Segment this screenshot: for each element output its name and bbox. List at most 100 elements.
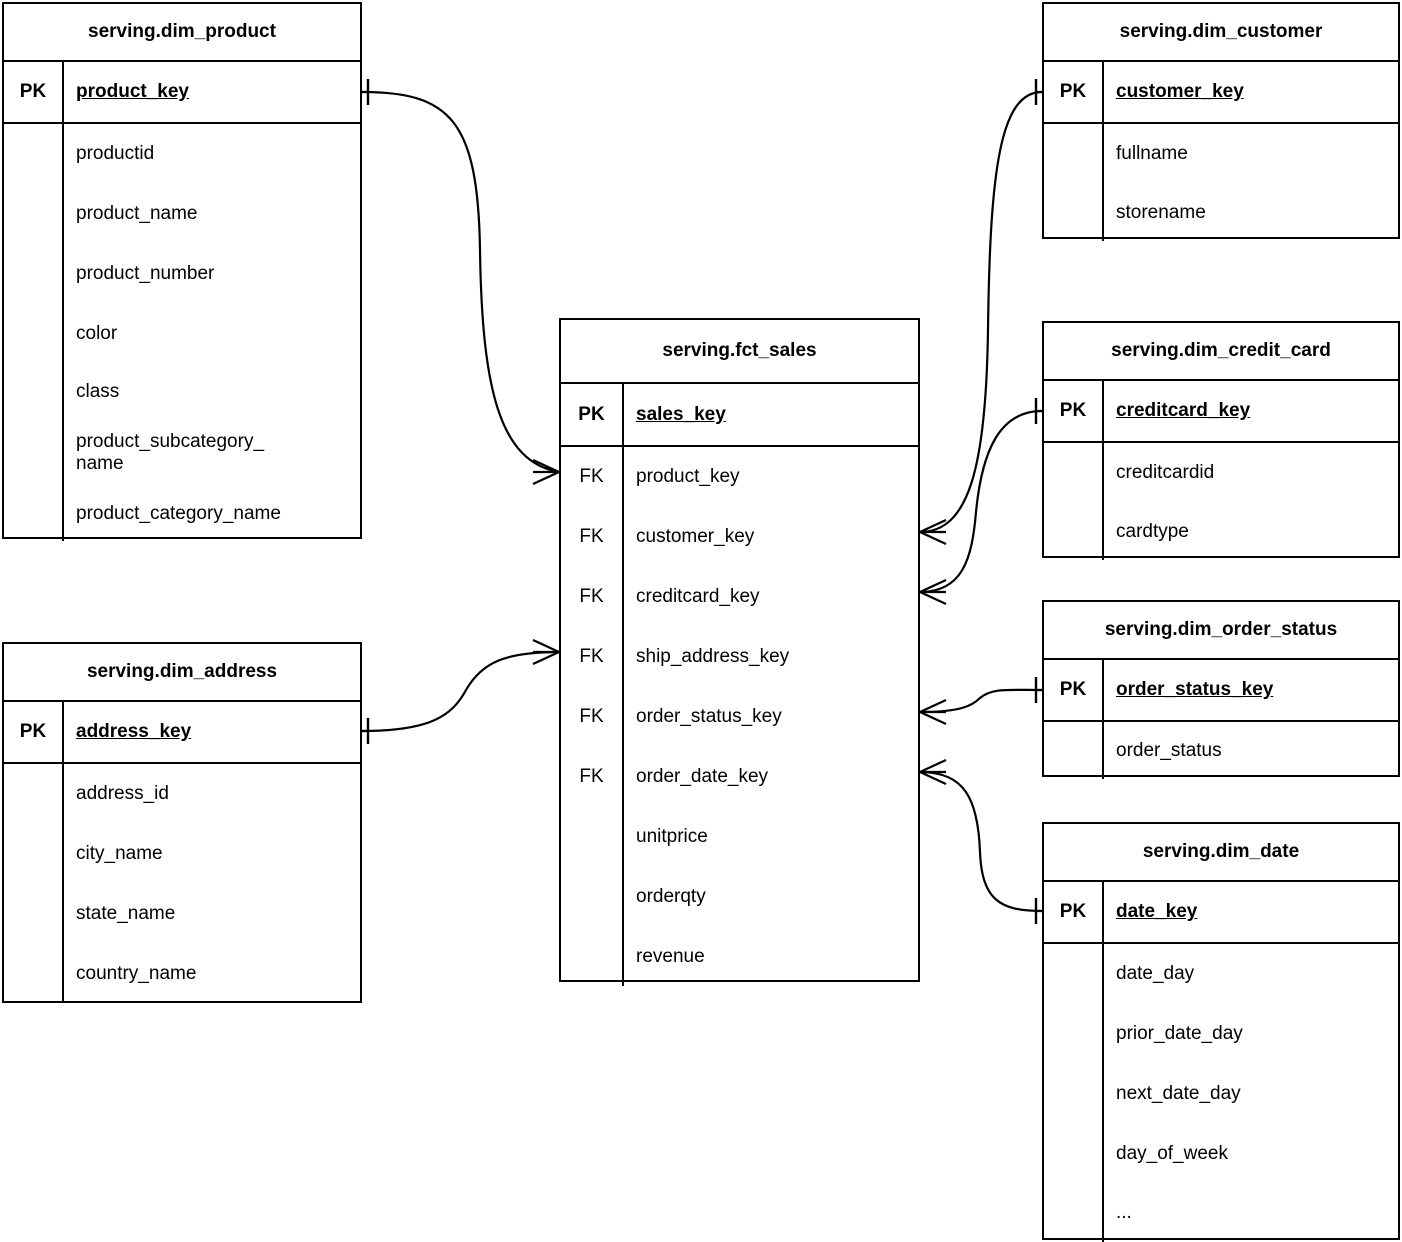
column-name: productid: [76, 143, 155, 165]
key-indicator: [1044, 944, 1104, 1004]
column-name: creditcard_key: [1116, 400, 1251, 422]
relationship-sales-to-date[interactable]: [919, 759, 1044, 924]
column-name: order_status_key: [1116, 679, 1274, 701]
column-name: customer_key: [1116, 81, 1244, 103]
column-name: creditcardid: [1116, 462, 1215, 484]
key-indicator: [1044, 722, 1104, 779]
attribute-row[interactable]: product_number: [4, 244, 360, 304]
attribute-row[interactable]: color: [4, 304, 360, 364]
cardinality-many-marker: [919, 759, 947, 785]
foreign-key-row[interactable]: FK product_key: [561, 447, 918, 507]
attribute-section-dim_credit_card: creditcardid cardtype: [1044, 443, 1398, 560]
key-indicator: [1044, 1064, 1104, 1124]
key-indicator: [4, 244, 64, 304]
attribute-row[interactable]: revenue: [561, 927, 918, 986]
attribute-row[interactable]: state_name: [4, 884, 360, 944]
attribute-row[interactable]: unitprice: [561, 807, 918, 867]
key-indicator: [4, 824, 64, 884]
column-name: product_key: [636, 466, 740, 488]
attribute-row[interactable]: city_name: [4, 824, 360, 884]
attribute-row[interactable]: order_status: [1044, 722, 1398, 779]
column-name: creditcard_key: [636, 586, 760, 608]
column-name: product_number: [76, 263, 215, 285]
attribute-row[interactable]: ...: [1044, 1184, 1398, 1242]
key-indicator: [561, 927, 624, 986]
key-indicator: [1044, 503, 1104, 560]
key-indicator: FK: [561, 687, 624, 747]
relationship-sales-to-customer[interactable]: [919, 79, 1044, 545]
column-name: address_key: [76, 721, 192, 743]
key-indicator: [4, 364, 64, 420]
attribute-row[interactable]: productid: [4, 124, 360, 184]
relationship-line: [361, 90, 560, 474]
column-name: order_status_key: [636, 706, 782, 728]
attribute-row[interactable]: orderqty: [561, 867, 918, 927]
attribute-row[interactable]: creditcardid: [1044, 443, 1398, 503]
key-indicator: FK: [561, 447, 624, 507]
attribute-row[interactable]: product_subcategory_ name: [4, 420, 360, 486]
relationship-sales-to-order-status[interactable]: [919, 677, 1044, 725]
cardinality-many-marker: [919, 579, 947, 605]
attribute-row[interactable]: country_name: [4, 944, 360, 1003]
key-indicator: [561, 807, 624, 867]
attribute-row[interactable]: date_day: [1044, 944, 1398, 1004]
column-name: product_name: [76, 203, 198, 225]
column-name: ...: [1116, 1202, 1132, 1224]
entity-title-dim_order_status: serving.dim_order_status: [1044, 602, 1398, 660]
attribute-row[interactable]: prior_date_day: [1044, 1004, 1398, 1064]
key-indicator: FK: [561, 567, 624, 627]
attribute-section-dim_order_status: order_status: [1044, 722, 1398, 779]
column-name: product_key: [76, 81, 189, 103]
key-indicator: FK: [561, 507, 624, 567]
attribute-row[interactable]: fullname: [1044, 124, 1398, 184]
foreign-key-row[interactable]: FK creditcard_key: [561, 567, 918, 627]
entity-title-dim_address: serving.dim_address: [4, 644, 360, 702]
relationship-sales-to-credit-card[interactable]: [919, 398, 1044, 605]
attribute-row[interactable]: cardtype: [1044, 503, 1398, 560]
attribute-row[interactable]: address_id: [4, 764, 360, 824]
attribute-row[interactable]: storename: [1044, 184, 1398, 241]
key-indicator: [4, 184, 64, 244]
cardinality-many-marker: [532, 639, 560, 665]
attribute-row[interactable]: product_category_name: [4, 486, 360, 541]
entity-title-dim_product: serving.dim_product: [4, 4, 360, 62]
column-name: sales_key: [636, 403, 726, 425]
relationship-line: [919, 409, 1043, 594]
foreign-key-row[interactable]: FK order_status_key: [561, 687, 918, 747]
attribute-row[interactable]: day_of_week: [1044, 1124, 1398, 1184]
relationship-address-to-sales[interactable]: [360, 639, 560, 744]
attribute-row[interactable]: class: [4, 364, 360, 420]
key-indicator: PK: [1044, 882, 1104, 942]
attribute-row[interactable]: next_date_day: [1044, 1064, 1398, 1124]
column-name: city_name: [76, 843, 163, 865]
relationship-product-to-sales[interactable]: [360, 79, 560, 485]
key-indicator: [4, 304, 64, 364]
attribute-row[interactable]: product_name: [4, 184, 360, 244]
column-name: country_name: [76, 962, 197, 984]
cardinality-many-marker: [919, 519, 947, 545]
key-indicator: [1044, 1004, 1104, 1064]
